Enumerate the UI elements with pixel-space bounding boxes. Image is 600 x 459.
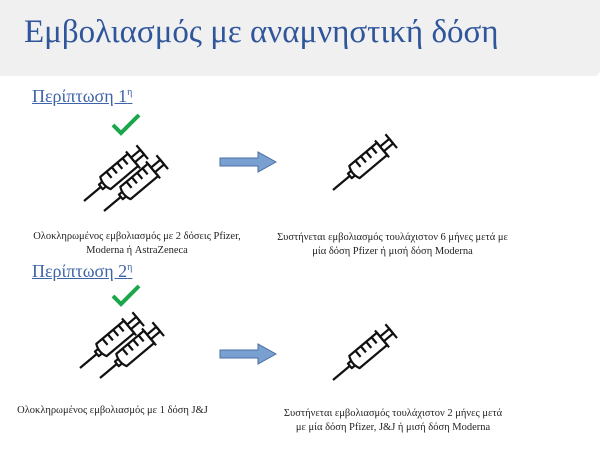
case-1-suffix: η (127, 87, 133, 98)
case-2-current: Ολοκληρωμένος εμβολιασμός με 1 δόση J&J (17, 405, 208, 416)
case-1-label: Περίπτωση 1 (32, 86, 128, 106)
page-title: Εμβολιασμός με αναμνηστική δόση (24, 14, 499, 50)
case-2-link[interactable]: Περίπτωση 2η (32, 261, 132, 282)
case-1-current: Ολοκληρωμένος εμβολιασμός με 2 δόσεις Pf… (33, 231, 241, 256)
header-bar: Εμβολιασμός με αναμνηστική δόση (0, 0, 600, 76)
double-syringe-icon (71, 309, 167, 388)
double-syringe-icon (75, 142, 171, 221)
arrow-right-icon (219, 343, 277, 365)
case-1-recommendation: Συστήνεται εμβολιασμός τουλάχιστον 6 μήν… (277, 232, 508, 257)
syringe-icon (324, 321, 400, 390)
arrow-right-icon (219, 151, 277, 173)
case-2-suffix: η (127, 262, 133, 273)
case-1-link[interactable]: Περίπτωση 1η (32, 86, 132, 107)
check-icon (111, 113, 141, 135)
syringe-icon (324, 131, 400, 200)
case-2-label: Περίπτωση 2 (32, 261, 128, 281)
case-2-recommendation: Συστήνεται εμβολιασμός τουλάχιστον 2 μήν… (283, 408, 503, 433)
